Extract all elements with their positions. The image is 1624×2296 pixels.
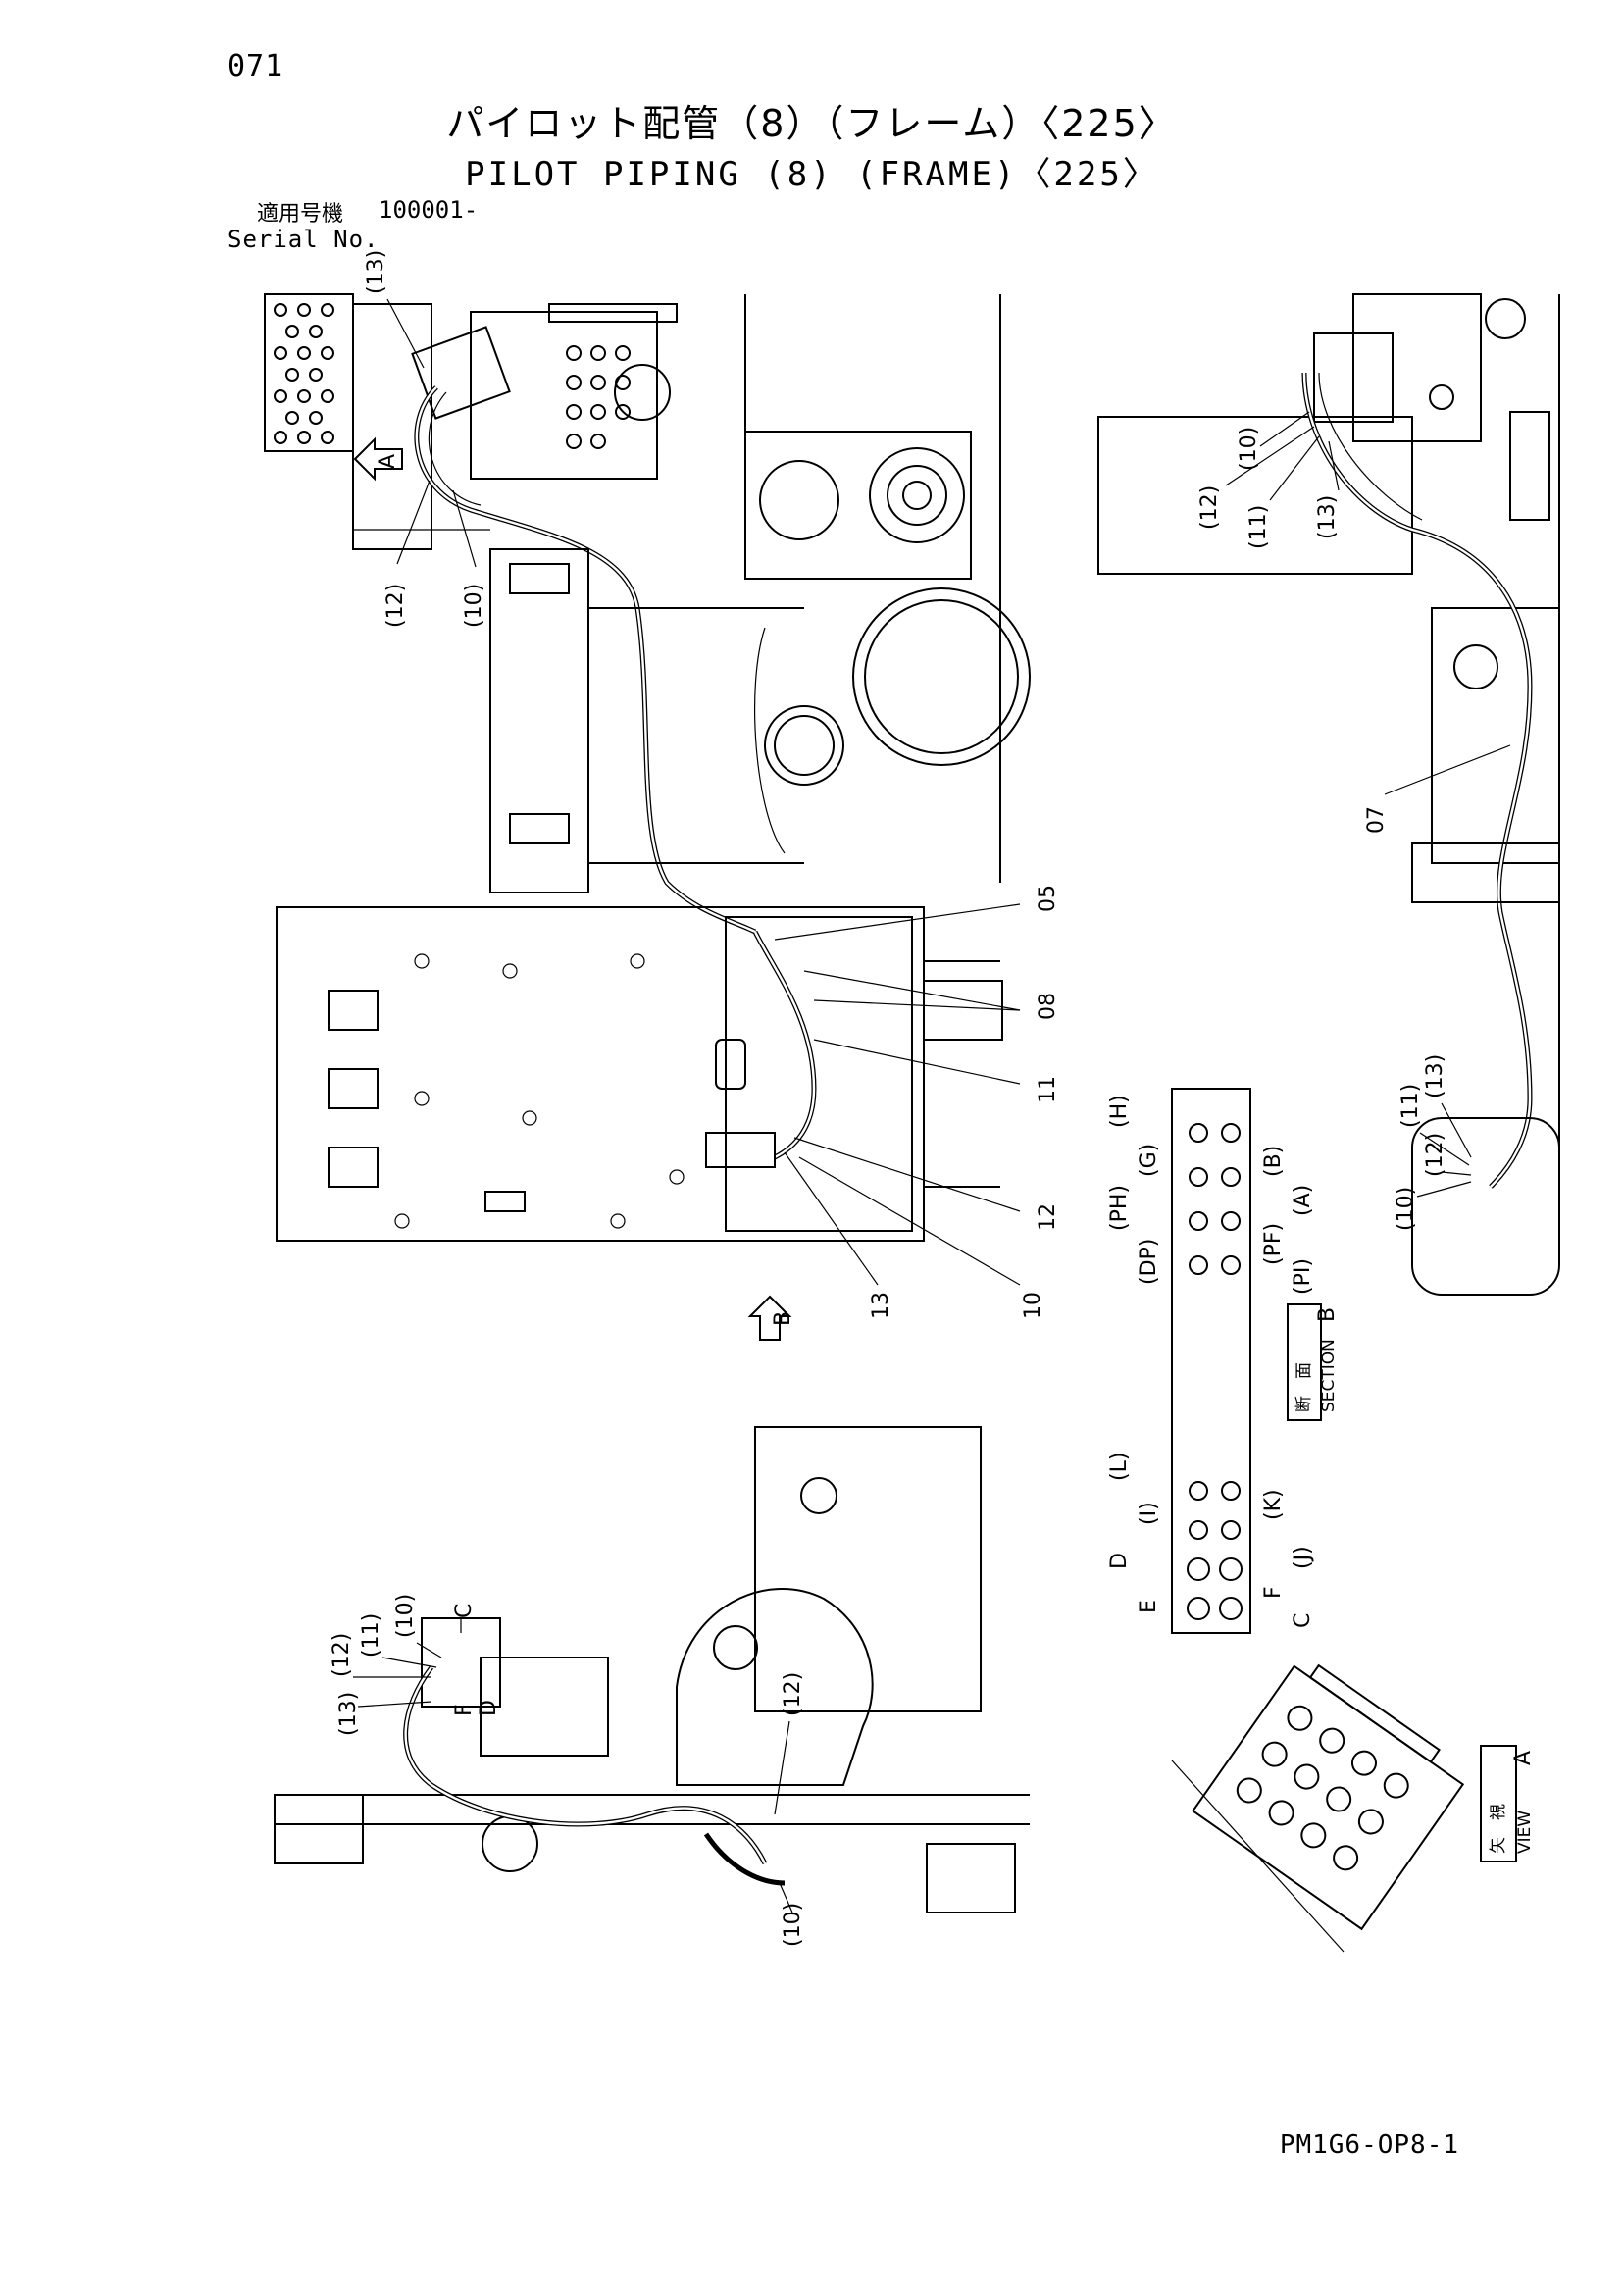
port-label-g: (G) bbox=[1137, 1144, 1161, 1177]
port-label-l: (L) bbox=[1107, 1453, 1132, 1481]
port-label-j: (J) bbox=[1291, 1546, 1315, 1569]
view-a-title-jp: 矢 視 bbox=[1489, 1804, 1508, 1854]
top-right-view bbox=[1097, 293, 1560, 1296]
boom-foot-bracket bbox=[676, 1588, 874, 1786]
callouts-right-low: (13) (11) (12) (10) bbox=[1394, 1054, 1472, 1231]
section-b-label-box bbox=[1287, 1303, 1322, 1421]
callouts-top-left: (13) (12) (10) bbox=[364, 250, 486, 628]
callout-11-bl: (11) bbox=[359, 1613, 383, 1658]
drawing-code: PM1G6-OP8-1 bbox=[1279, 2130, 1459, 2160]
section-b-title-en: SECTION bbox=[1319, 1339, 1339, 1412]
frame-side-plate bbox=[754, 1426, 982, 1712]
port-label-ph: (PH) bbox=[1107, 1185, 1132, 1231]
view-b-arrow-letter: B bbox=[771, 1311, 795, 1326]
port-label-pf: (PF) bbox=[1261, 1223, 1286, 1265]
callout-12: 12 bbox=[1036, 1203, 1060, 1231]
bottom-left-view bbox=[274, 1426, 1030, 1913]
callout-05: 05 bbox=[1036, 885, 1060, 912]
callout-10-bl-lower: (10) bbox=[781, 1903, 805, 1947]
callout-10-rl: (10) bbox=[1394, 1187, 1418, 1231]
port-plate-holes bbox=[274, 303, 334, 444]
section-b-letter: B bbox=[1315, 1307, 1340, 1322]
section-b: (H) (G) (PH) (DP) (B) (A) (PF) (PI) (L) … bbox=[1107, 1088, 1340, 1634]
title-japanese: パイロット配管（8）（フレーム）〈225〉 bbox=[446, 102, 1178, 145]
port-label-pi: (PI) bbox=[1291, 1258, 1315, 1295]
callout-11-rl: (11) bbox=[1398, 1084, 1423, 1128]
pilot-block bbox=[411, 326, 511, 420]
view-a-letter: A bbox=[1511, 1751, 1536, 1765]
swing-bearing bbox=[852, 587, 1031, 766]
valve-block-right bbox=[1352, 293, 1482, 442]
section-b-ports bbox=[1187, 1123, 1243, 1620]
swing-motor-base bbox=[744, 431, 972, 580]
callouts-bottom-left: (10) (11) (12) (13) C F D (12) (10) bbox=[330, 1594, 805, 1947]
view-a-title-en: VIEW bbox=[1515, 1811, 1535, 1854]
serial-value: 100001- bbox=[379, 196, 479, 224]
frame-rail bbox=[489, 548, 589, 893]
callout-13-top: (13) bbox=[364, 250, 388, 294]
serial-label-japanese: 適用号機 bbox=[257, 202, 344, 227]
serial-label-english: Serial No. bbox=[228, 226, 380, 253]
section-b-block bbox=[1171, 1088, 1251, 1634]
view-a-arrow-letter: A bbox=[376, 454, 400, 469]
callout-10: 10 bbox=[1021, 1292, 1045, 1319]
callout-12-top: (12) bbox=[383, 584, 408, 628]
port-label-e: E bbox=[1137, 1600, 1161, 1613]
frame-side-beam bbox=[1097, 416, 1413, 575]
callouts-middle: 05 08 11 12 13 10 bbox=[774, 885, 1060, 1319]
callout-08: 08 bbox=[1036, 993, 1060, 1020]
callout-10-top: (10) bbox=[462, 584, 486, 628]
pilot-manifold bbox=[705, 1132, 776, 1168]
callouts-top-right: (10) (12) (11) (13) 07 bbox=[1197, 411, 1511, 834]
port-label-f: F bbox=[1261, 1586, 1286, 1599]
page-number: 071 bbox=[228, 49, 284, 83]
frame-right-panel bbox=[1431, 607, 1560, 864]
callout-13-tr: (13) bbox=[1315, 495, 1340, 539]
swing-center-joint bbox=[764, 705, 844, 786]
control-valve-ports bbox=[566, 345, 631, 449]
view-a: 矢 視 VIEW A bbox=[1171, 1663, 1536, 1953]
top-left-view bbox=[264, 293, 1031, 935]
view-a-valve-body bbox=[1192, 1663, 1465, 1931]
callout-10-tr: (10) bbox=[1237, 427, 1261, 471]
callout-c-bl: C bbox=[452, 1604, 477, 1618]
port-label-d: D bbox=[1107, 1553, 1132, 1569]
callout-07: 07 bbox=[1364, 806, 1389, 834]
frame-right-end bbox=[1411, 1117, 1560, 1296]
callout-12-rl: (12) bbox=[1423, 1133, 1447, 1177]
port-label-h: (H) bbox=[1107, 1095, 1132, 1128]
port-label-b: (B) bbox=[1261, 1146, 1286, 1177]
port-label-c: C bbox=[1291, 1613, 1315, 1628]
frame-plate-holes bbox=[394, 953, 685, 1229]
port-plate-left bbox=[264, 293, 354, 452]
port-label-dp: (DP) bbox=[1137, 1239, 1161, 1285]
port-label-a: (A) bbox=[1291, 1185, 1315, 1216]
callout-12-bl-lower: (12) bbox=[781, 1672, 805, 1716]
view-a-arrow: A bbox=[353, 436, 403, 482]
middle-view bbox=[276, 906, 1003, 1242]
callout-11: 11 bbox=[1036, 1076, 1060, 1103]
callout-13-rl: (13) bbox=[1423, 1054, 1447, 1098]
callout-11-tr: (11) bbox=[1246, 505, 1271, 549]
callout-12-bl: (12) bbox=[330, 1633, 354, 1677]
title-english: PILOT PIPING (8) (FRAME)〈225〉 bbox=[465, 155, 1159, 194]
control-valve-body bbox=[470, 311, 658, 480]
callout-f-bl: F bbox=[452, 1704, 477, 1716]
callout-13: 13 bbox=[869, 1292, 893, 1319]
port-label-k: (K) bbox=[1261, 1489, 1286, 1520]
callout-13-bl: (13) bbox=[336, 1692, 361, 1736]
view-b-arrow: B bbox=[747, 1295, 795, 1341]
callout-10-bl: (10) bbox=[393, 1594, 418, 1638]
revolving-frame-plate bbox=[276, 906, 925, 1242]
view-a-label-box bbox=[1480, 1745, 1517, 1862]
callout-12-tr: (12) bbox=[1197, 485, 1222, 530]
port-label-i: (I) bbox=[1137, 1502, 1161, 1525]
callout-d-bl: D bbox=[477, 1700, 501, 1716]
frame-left-section bbox=[352, 303, 432, 550]
section-b-title-jp: 断 面 bbox=[1294, 1362, 1314, 1412]
